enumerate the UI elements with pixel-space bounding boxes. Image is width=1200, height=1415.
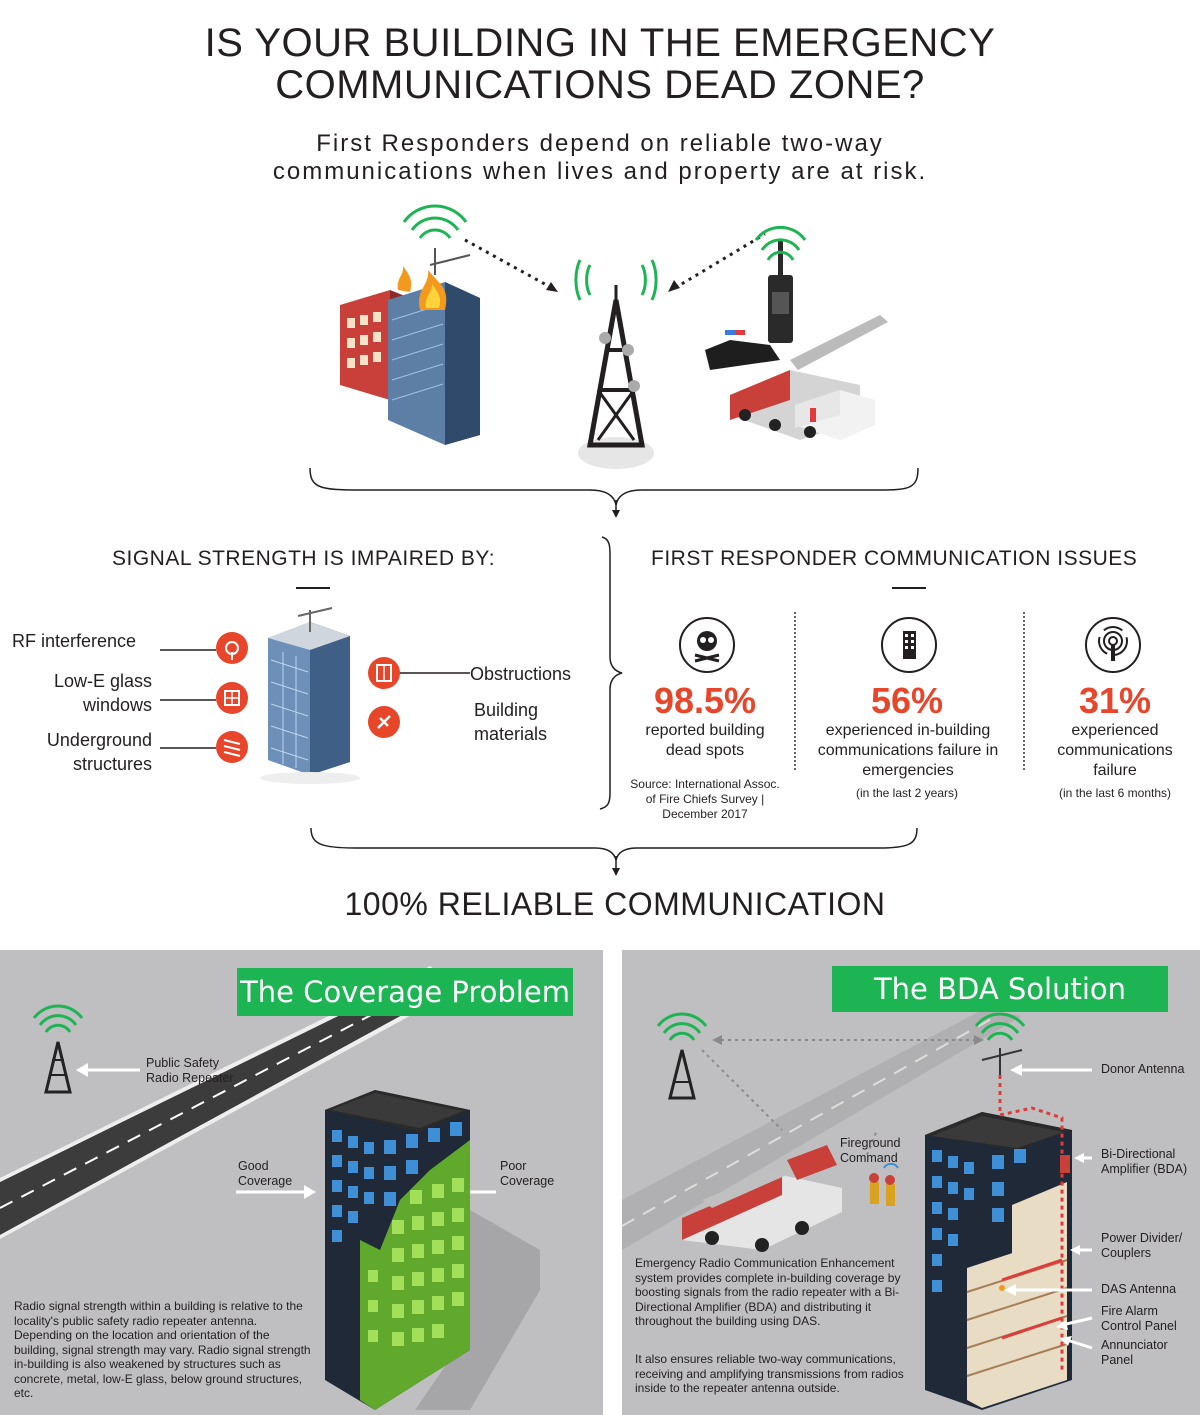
stat-2-value: 56% (870, 680, 944, 721)
bda-paragraph-1: Emergency Radio Communication Enhancemen… (635, 1256, 901, 1328)
page-subtitle: First Responders depend on reliable two-… (272, 130, 928, 185)
fireground-label: Fireground Command (840, 1136, 901, 1165)
fire-alarm-label: Fire Alarm Control Panel (1101, 1304, 1177, 1333)
power-divider-label: Power Divider/ Couplers (1101, 1231, 1183, 1260)
signal-icon (1085, 617, 1141, 673)
top-brace (309, 467, 919, 506)
stat-2-note: (in the last 2 years) (855, 786, 959, 800)
stat-1-value: 98.5% (653, 680, 757, 721)
impaired-illustration (160, 607, 470, 784)
bda-panel: The BDA Solution Fireground Command Dono… (622, 950, 1200, 1415)
issues-heading: FIRST RESPONDER COMMUNICATION ISSUES (651, 547, 1138, 570)
das-antenna-label: DAS Antenna (1101, 1282, 1177, 1296)
bda-paragraph-2: It also ensures reliable two-way communi… (635, 1352, 904, 1395)
dotted-arrow-right (674, 232, 766, 290)
lower-brace (310, 827, 918, 876)
bda-illustration (622, 1010, 1093, 1410)
conclusion: 100% RELIABLE COMMUNICATION (344, 886, 886, 922)
low-e-glass-label: Low-E glass windows (53, 671, 152, 715)
building-icon (881, 617, 937, 673)
coverage-illustration (0, 966, 540, 1410)
stat-divider-2 (1023, 612, 1025, 770)
obstructions-label: Obstructions (470, 664, 572, 684)
repeater-tower-icon (656, 1012, 708, 1100)
radio-tower-icon (574, 259, 658, 469)
stat-2-description: experienced in-building communications f… (817, 722, 999, 779)
underground-label: Underground structures (46, 730, 152, 774)
coverage-title: The Coverage Problem (237, 968, 573, 1016)
stat-1-description: reported building dead spots (645, 722, 765, 759)
antenna-icon (216, 632, 248, 664)
dotted-arrow-left (464, 238, 553, 290)
coverage-paragraph: Radio signal strength within a building … (14, 1299, 311, 1400)
impaired-dash (296, 587, 330, 589)
emergency-vehicles-icon (705, 225, 888, 440)
rf-interference-label: RF interference (12, 631, 137, 651)
stat-3-value: 31% (1078, 680, 1152, 721)
firefighters-icon (869, 1162, 899, 1206)
stat-1-source: Source: International Assoc. of Fire Chi… (630, 777, 780, 821)
repeater-tower-icon (32, 1004, 84, 1094)
good-coverage-label: Good Coverage (238, 1159, 293, 1188)
stat-divider-1 (794, 612, 796, 770)
bda-icon (1060, 1155, 1070, 1173)
repeater-label: Public Safety Radio Repeater (146, 1056, 234, 1085)
coverage-panel: The Coverage Problem Public Safety Radio… (0, 950, 603, 1415)
building-materials-label: Building materials (474, 700, 548, 744)
issues-dash (892, 587, 926, 589)
donor-antenna-icon (974, 1012, 1026, 1075)
bda-label: Bi-Directional Amplifier (BDA) (1101, 1147, 1188, 1176)
impaired-heading: SIGNAL STRENGTH IS IMPAIRED BY: (112, 547, 496, 570)
burning-building-icon (340, 204, 480, 445)
top-illustration (309, 204, 919, 518)
middle-bracket (599, 536, 623, 810)
stat-3-note: (in the last 6 months) (1058, 786, 1172, 800)
donor-antenna-label: Donor Antenna (1101, 1062, 1185, 1076)
poor-coverage-label: Poor Coverage (500, 1159, 555, 1188)
bda-title: The BDA Solution (832, 966, 1168, 1012)
stat-3-description: experienced communications failure (1057, 722, 1173, 779)
fire-truck-icon (682, 1145, 842, 1252)
page-title: IS YOUR BUILDING IN THE EMERGENCY COMMUN… (204, 21, 996, 107)
annunciator-label: Annunciator Panel (1101, 1338, 1168, 1367)
skull-icon (679, 617, 735, 673)
